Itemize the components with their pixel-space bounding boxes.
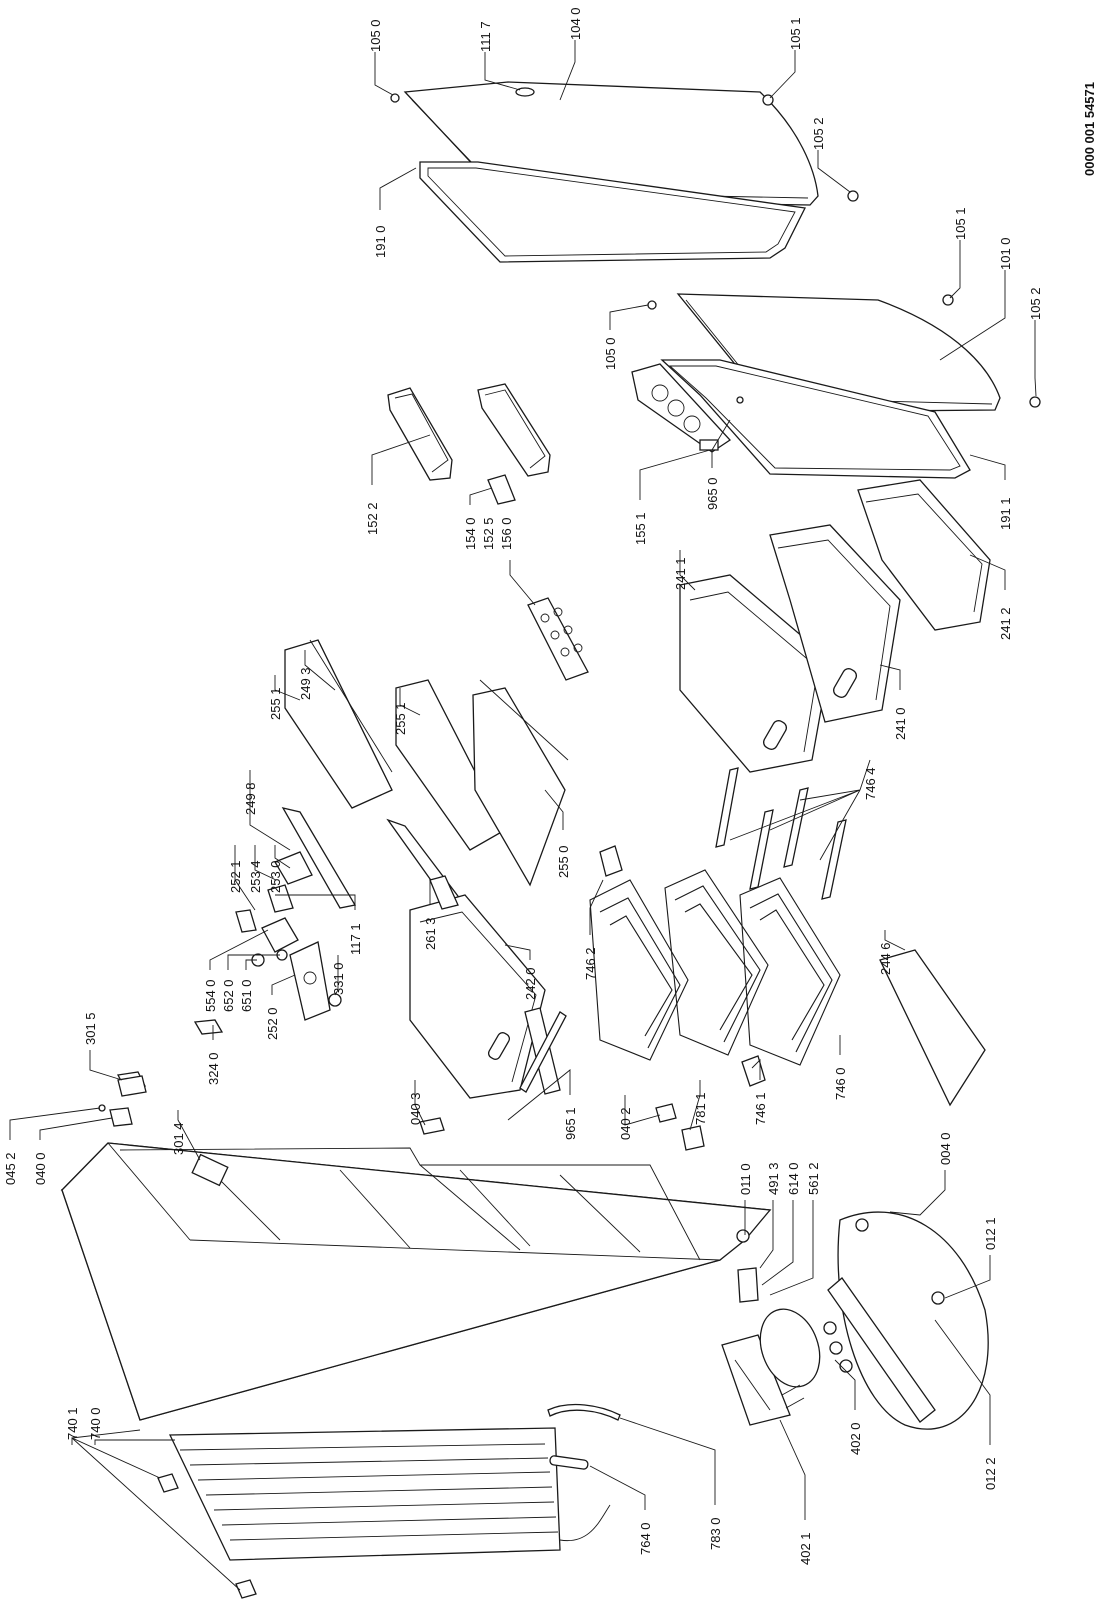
part-label: 244 6 bbox=[878, 942, 893, 975]
part-label: 105 0 bbox=[368, 19, 383, 52]
part-label: 783 0 bbox=[708, 1517, 723, 1550]
part-label: 561 2 bbox=[806, 1162, 821, 1195]
part-label: 011 0 bbox=[738, 1163, 753, 1195]
part-label: 965 1 bbox=[563, 1107, 578, 1140]
part-label: 491 3 bbox=[766, 1162, 781, 1195]
upper-gasket-drawing bbox=[419, 161, 806, 263]
part-label: 105 1 bbox=[953, 207, 968, 240]
part-label: 252 1 bbox=[228, 860, 243, 893]
part-label: 965 0 bbox=[705, 477, 720, 510]
part-label: 740 1 bbox=[65, 1407, 80, 1440]
part-label: 781 1 bbox=[693, 1092, 708, 1125]
lower-gasket-drawing bbox=[660, 359, 971, 479]
freezer-drawers-drawing bbox=[679, 479, 991, 773]
part-label: 105 1 bbox=[788, 17, 803, 50]
part-label: 040 3 bbox=[408, 1092, 423, 1125]
part-label: 241 2 bbox=[998, 607, 1013, 640]
part-label: 105 0 bbox=[603, 337, 618, 370]
pipes-drawing bbox=[547, 1403, 621, 1470]
door-balconies-drawing bbox=[387, 383, 551, 505]
egg-tray-drawing bbox=[527, 597, 589, 681]
part-label: 012 2 bbox=[983, 1457, 998, 1490]
part-label: 104 0 bbox=[568, 7, 583, 40]
part-label: 301 4 bbox=[171, 1122, 186, 1155]
part-label: 402 0 bbox=[848, 1422, 863, 1455]
part-label: 155 1 bbox=[633, 512, 648, 545]
part-label: 252 0 bbox=[265, 1007, 280, 1040]
part-label: 152 5 bbox=[481, 517, 496, 550]
part-label: 117 1 bbox=[348, 923, 363, 955]
compressor-drawing bbox=[721, 1308, 853, 1426]
part-label: 249 3 bbox=[298, 667, 313, 700]
diagram-artwork bbox=[60, 81, 1041, 1599]
part-label: 004 0 bbox=[938, 1132, 953, 1165]
bottom-glass-drawing bbox=[879, 949, 986, 1107]
part-label: 156 0 bbox=[499, 517, 514, 550]
glass-shelves-drawing bbox=[281, 639, 569, 915]
part-label: 255 1 bbox=[268, 687, 283, 720]
part-label: 040 2 bbox=[618, 1107, 633, 1140]
part-label: 101 0 bbox=[998, 237, 1013, 270]
hinges-drawing bbox=[98, 1011, 705, 1151]
part-label: 301 5 bbox=[83, 1012, 98, 1045]
part-label: 614 0 bbox=[786, 1162, 801, 1195]
part-label: 255 1 bbox=[393, 702, 408, 735]
part-label: 253 0 bbox=[268, 860, 283, 893]
part-label: 242 0 bbox=[523, 967, 538, 1000]
part-label: 261 3 bbox=[423, 917, 438, 950]
part-label: 191 0 bbox=[373, 225, 388, 258]
part-label: 746 4 bbox=[863, 767, 878, 800]
part-label: 191 1 bbox=[998, 497, 1013, 530]
part-label: 253 4 bbox=[248, 860, 263, 893]
machine-compartment-drawing bbox=[827, 1211, 989, 1430]
part-label: 746 0 bbox=[833, 1067, 848, 1100]
part-label: 040 0 bbox=[33, 1152, 48, 1185]
cabinet-drawing bbox=[60, 1142, 772, 1421]
part-label: 045 2 bbox=[3, 1152, 18, 1185]
part-label: 241 1 bbox=[673, 557, 688, 590]
part-label: 324 0 bbox=[206, 1052, 221, 1085]
part-label: 249 8 bbox=[243, 782, 258, 815]
shelf-rails-drawing bbox=[715, 767, 847, 900]
part-label: 746 1 bbox=[753, 1092, 768, 1125]
part-label: 331 0 bbox=[331, 962, 346, 995]
part-label: 554 0 bbox=[203, 979, 218, 1012]
part-label: 105 2 bbox=[1028, 287, 1043, 320]
part-label: 012 1 bbox=[983, 1217, 998, 1250]
control-panel-drawing bbox=[631, 363, 744, 453]
part-label: 764 0 bbox=[638, 1522, 653, 1555]
part-label: 241 0 bbox=[893, 707, 908, 740]
leader-lines bbox=[9, 40, 1037, 1591]
part-label: 651 0 bbox=[239, 979, 254, 1012]
part-label: 740 0 bbox=[88, 1407, 103, 1440]
part-label: 105 2 bbox=[811, 117, 826, 150]
part-label: 746 2 bbox=[583, 947, 598, 980]
part-labels: 105 0 111 7 104 0 105 1 105 2 191 0 105 … bbox=[3, 7, 1043, 1565]
part-label: 255 0 bbox=[556, 845, 571, 878]
part-label: 111 7 bbox=[478, 21, 493, 52]
part-label: 152 2 bbox=[365, 502, 380, 535]
part-label: 402 1 bbox=[798, 1532, 813, 1565]
document-id: 0000 001 54571 bbox=[1082, 82, 1097, 176]
part-label: 652 0 bbox=[221, 979, 236, 1012]
part-label: 154 0 bbox=[463, 517, 478, 550]
wire-baskets-drawing bbox=[589, 845, 841, 1087]
condenser-drawing bbox=[157, 1427, 611, 1599]
